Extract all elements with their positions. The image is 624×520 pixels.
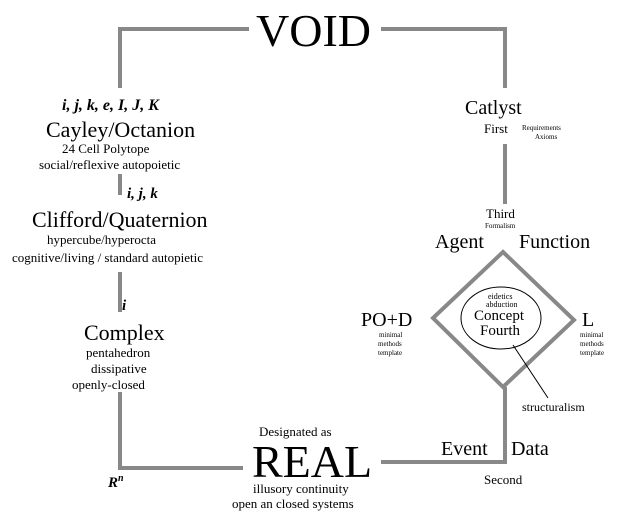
second-label: Second [484,472,523,487]
complex-openly-closed: openly-closed [72,377,145,392]
pod-methods: methods [378,340,402,348]
clifford-title: Clifford/Quaternion [32,207,208,232]
real-illusory: illusory continuity [253,481,349,496]
function-label: Function [519,231,591,253]
complex-units: i [122,298,127,314]
catalyst-requirements: Requirements [522,124,561,132]
clifford-hypercube: hypercube/hyperocta [47,232,157,247]
l-methods: methods [580,340,604,348]
complex-real-link [118,392,243,470]
catalyst-axioms: Axioms [535,133,558,141]
third-label: Third [486,206,515,221]
complex-dissipative: dissipative [91,361,147,376]
structuralism-pointer [512,344,549,399]
pod-title: PO+D [361,309,413,331]
concept-eidetics: eidetics [488,292,513,301]
third-formalism: Formalism [485,222,516,230]
l-template: template [580,349,605,357]
concept-abduction: abduction [486,300,518,309]
concept-fourth: Fourth [480,323,521,339]
top-right-bracket [381,27,507,88]
concept-title: Concept [474,308,524,324]
catalyst-title: Catlyst [465,97,522,119]
l-title: L [582,309,595,331]
complex-title: Complex [84,320,165,345]
top-left-bracket [118,27,249,88]
real-open-closed: open an closed systems [232,496,354,511]
cayley-title: Cayley/Octanion [46,117,196,142]
rn-base: R [108,475,119,491]
real-title: REAL [252,436,373,487]
void-title: VOID [256,5,371,56]
l-minimal: minimal [580,331,604,339]
real-designated: Designated as [259,424,332,439]
agent-label: Agent [435,231,484,253]
event-label: Event [441,438,488,460]
rn-exponent: n [118,473,124,484]
cayley-units: i, j, k, e, I, J, K [62,97,159,114]
complex-pentahedron: pentahedron [86,345,151,360]
data-label: Data [511,438,549,460]
cayley-autopoietic: social/reflexive autopoietic [39,157,181,172]
catalyst-first: First [484,121,508,136]
diamond-real-link [381,387,507,464]
cayley-polytope: 24 Cell Polytope [62,141,150,156]
clifford-units: i, j, k [127,186,158,202]
structuralism-label: structuralism [522,400,585,414]
pod-minimal: minimal [379,331,403,339]
pod-template: template [378,349,403,357]
clifford-autopietic: cognitive/living / standard autopietic [12,250,203,265]
concept-ellipse [460,286,542,350]
rn-label: Rn [108,474,124,491]
